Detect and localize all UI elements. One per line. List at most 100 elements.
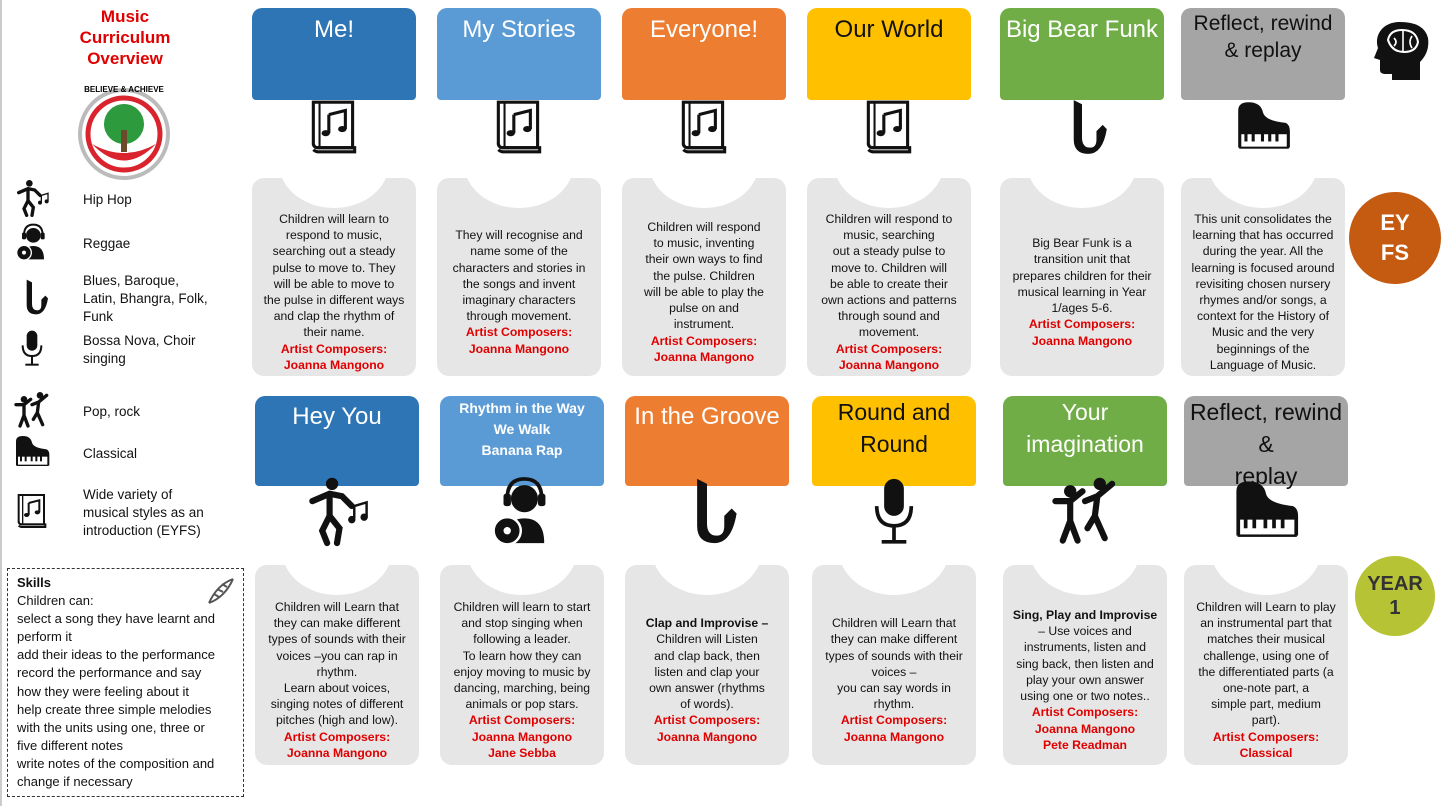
unit-composers: Artist Composers: Joanna Mangono (840, 713, 948, 744)
legend-item-5: Classical (12, 434, 252, 474)
brain-head-icon (1374, 22, 1429, 80)
microphone-icon (857, 474, 931, 553)
unit-icon-wrap (812, 474, 976, 553)
unit-composers: Artist Composers: Joanna Mangono (280, 341, 388, 372)
unit-description: Big Bear Funk is a transition unit that … (1012, 236, 1152, 316)
legend-label: Hip Hop (83, 192, 132, 207)
year1-badge: YEAR 1 (1355, 556, 1435, 636)
unit-description-card: Children will Learn to play an instrumen… (1184, 565, 1348, 765)
svg-text:BELIEVE & ACHIEVE: BELIEVE & ACHIEVE (84, 85, 164, 94)
unit-icon-wrap (440, 474, 604, 553)
unit-title-header: Everyone! (622, 8, 786, 100)
left-border (0, 0, 2, 806)
unit-lead: Clap and Improvise – (645, 616, 769, 631)
unit-description: This unit consolidates the learning that… (1191, 211, 1335, 372)
music-book-icon (673, 96, 735, 163)
legend-item-1: Reggae (12, 222, 252, 267)
unit-title-header: In the Groove (625, 396, 789, 486)
dancers-icon (1048, 474, 1122, 553)
unit-description: Children will learn to respond to music,… (263, 211, 405, 340)
unit-title-header: Your imagination (1003, 396, 1167, 486)
dancers-icon (12, 390, 52, 435)
legend-label: Bossa Nova, Choir singing (83, 333, 196, 366)
unit-icon-wrap (625, 474, 789, 553)
unit-title-header: Hey You (255, 396, 419, 486)
unit-title-header: Our World (807, 8, 971, 100)
legend-item-6: Wide variety of musical styles as an int… (12, 486, 252, 540)
headphones-listener-icon (12, 222, 52, 267)
unit-description-card: Big Bear Funk is a transition unit that … (1000, 178, 1164, 376)
piano-icon (12, 434, 52, 474)
music-book-icon (12, 491, 52, 536)
unit-description-card: Sing, Play and Improvise– Use voices and… (1003, 565, 1167, 765)
unit-composers: Artist Composers: Joanna Mangono (1028, 317, 1136, 348)
unit-title-header: Rhythm in the Way We Walk Banana Rap (440, 396, 604, 486)
unit-description-card: Children will respond to music, inventin… (622, 178, 786, 376)
hip-hop-dancer-icon (12, 178, 52, 223)
unit-title-header: Reflect, rewind & replay (1181, 8, 1345, 100)
music-book-icon (303, 96, 365, 163)
unit-icon-wrap (437, 96, 601, 163)
unit-description-card: Children will learn to start and stop si… (440, 565, 604, 765)
piano-icon (1229, 474, 1303, 553)
unit-description-card: Children will Learn that they can make d… (255, 565, 419, 765)
hip-hop-dancer-icon (300, 474, 374, 553)
eyfs-badge: EY FS (1349, 192, 1441, 284)
unit-description: They will recognise and name some of the… (452, 228, 586, 324)
piano-icon (12, 432, 52, 477)
legend-item-4: Pop, rock (12, 390, 252, 435)
unit-icon-wrap (252, 96, 416, 163)
headphones-listener-icon (12, 222, 52, 267)
unit-composers: Artist Composers: Joanna Mangono (650, 333, 758, 364)
microphone-icon (12, 328, 52, 373)
unit-description: Children will Learn to play an instrumen… (1196, 599, 1336, 728)
unit-title-header: Big Bear Funk (1000, 8, 1164, 100)
unit-title-header: Round and Round (812, 396, 976, 486)
unit-description: Children will Learn that they can make d… (825, 616, 963, 712)
unit-icon-wrap (1181, 96, 1345, 163)
legend-item-2: Blues, Baroque, Latin, Bhangra, Folk, Fu… (12, 272, 252, 326)
unit-composers: Artist Composers: Joanna Mangono (653, 713, 761, 744)
unit-description-card: Children will learn to respond to music,… (252, 178, 416, 376)
music-book-icon (12, 493, 52, 533)
unit-composers: Artist Composers: Joanna Mangono (465, 325, 573, 356)
unit-composers: Artist Composers: Classical (1212, 729, 1320, 760)
music-book-icon (488, 96, 550, 163)
saxophone-icon (12, 277, 52, 322)
unit-description-card: They will recognise and name some of the… (437, 178, 601, 376)
unit-description: Children will respond to music, inventin… (644, 220, 764, 332)
unit-composers: Artist Composers: Joanna Mangono Pete Re… (1031, 705, 1139, 752)
music-book-icon (858, 96, 920, 163)
legend-item-0: Hip Hop (12, 178, 252, 223)
unit-description: Children will learn to start and stop si… (453, 599, 591, 712)
skills-list: Children can: select a song they have le… (17, 593, 216, 790)
dancers-icon (12, 390, 52, 435)
unit-composers: Artist Composers: Joanna Mangono (283, 729, 391, 760)
unit-lead: Sing, Play and Improvise (1012, 608, 1158, 623)
unit-title-header: My Stories (437, 8, 601, 100)
school-logo: BELIEVE & ACHIEVE (74, 82, 174, 182)
microphone-icon (12, 330, 52, 370)
unit-icon-wrap (1000, 96, 1164, 163)
skills-heading: Skills (17, 575, 51, 590)
unit-title-header: Me! (252, 8, 416, 100)
unit-description: – Use voices and instruments, listen and… (1016, 624, 1154, 704)
unit-description: Children will respond to music, searchin… (821, 211, 957, 340)
unit-description-card: Children will respond to music, searchin… (807, 178, 971, 376)
piano-icon (1232, 96, 1294, 163)
unit-icon-wrap (622, 96, 786, 163)
legend-label: Classical (83, 446, 138, 461)
unit-title-header: Reflect, rewind & replay (1184, 396, 1348, 489)
unit-composers: Artist Composers: Joanna Mangono Jane Se… (468, 713, 576, 760)
saxophone-icon (12, 279, 52, 319)
unit-description-card: Clap and Improvise –Children will Listen… (625, 565, 789, 765)
headphones-listener-icon (485, 474, 559, 553)
unit-composers: Artist Composers: Joanna Mangono (835, 341, 943, 372)
legend-label: Wide variety of musical styles as an int… (83, 487, 204, 538)
unit-description: Children will Listen and clap back, then… (649, 632, 765, 712)
hip-hop-dancer-icon (12, 178, 52, 223)
legend-label: Reggae (83, 236, 131, 251)
skills-box: Skills Children can: select a song they … (7, 568, 244, 797)
unit-description: Children will Learn that they can make d… (268, 599, 406, 728)
legend-label: Blues, Baroque, Latin, Bhangra, Folk, Fu… (83, 273, 208, 324)
